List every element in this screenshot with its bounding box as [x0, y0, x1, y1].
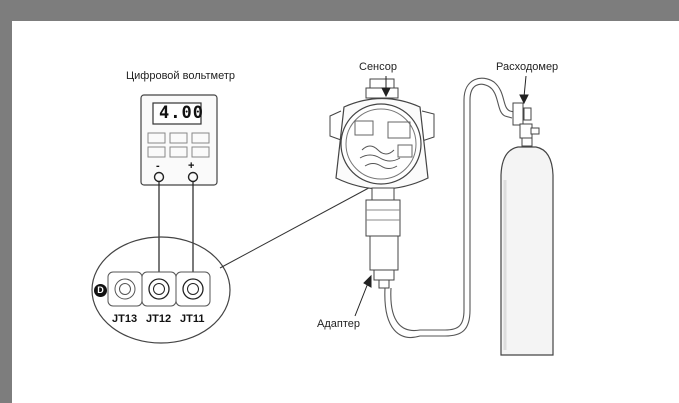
terminal-jt12-label: JT12	[146, 313, 172, 325]
sensor-arrow	[381, 76, 391, 98]
minus-jack	[153, 171, 165, 183]
flowmeter-arrow	[519, 75, 529, 105]
flow-regulator	[512, 102, 540, 147]
voltmeter-title: Цифровой вольтметр	[126, 70, 236, 82]
adapter-arrow	[354, 274, 372, 317]
gas-cylinder	[500, 146, 554, 356]
callout-leader-line	[219, 182, 379, 269]
flowmeter-label: Расходомер	[496, 61, 559, 73]
digital-voltmeter	[140, 94, 218, 186]
voltmeter-display-value: 4.00	[159, 103, 204, 123]
minus-polarity-label: -	[156, 160, 160, 172]
sensor-housing	[329, 78, 435, 289]
plus-jack	[187, 171, 199, 183]
adapter-label: Адаптер	[317, 318, 360, 330]
terminal-block-callout	[91, 236, 231, 344]
plus-polarity-label: +	[188, 160, 195, 172]
terminal-block-badge: D	[94, 284, 107, 297]
voltmeter-display	[152, 102, 202, 125]
terminal-jt11-label: JT11	[180, 313, 205, 325]
gas-tubing	[384, 77, 515, 338]
diagram-panel	[12, 21, 679, 403]
probe-wires	[158, 182, 194, 272]
terminal-jt13-label: JT13	[112, 313, 138, 325]
sensor-label: Сенсор	[359, 61, 397, 73]
